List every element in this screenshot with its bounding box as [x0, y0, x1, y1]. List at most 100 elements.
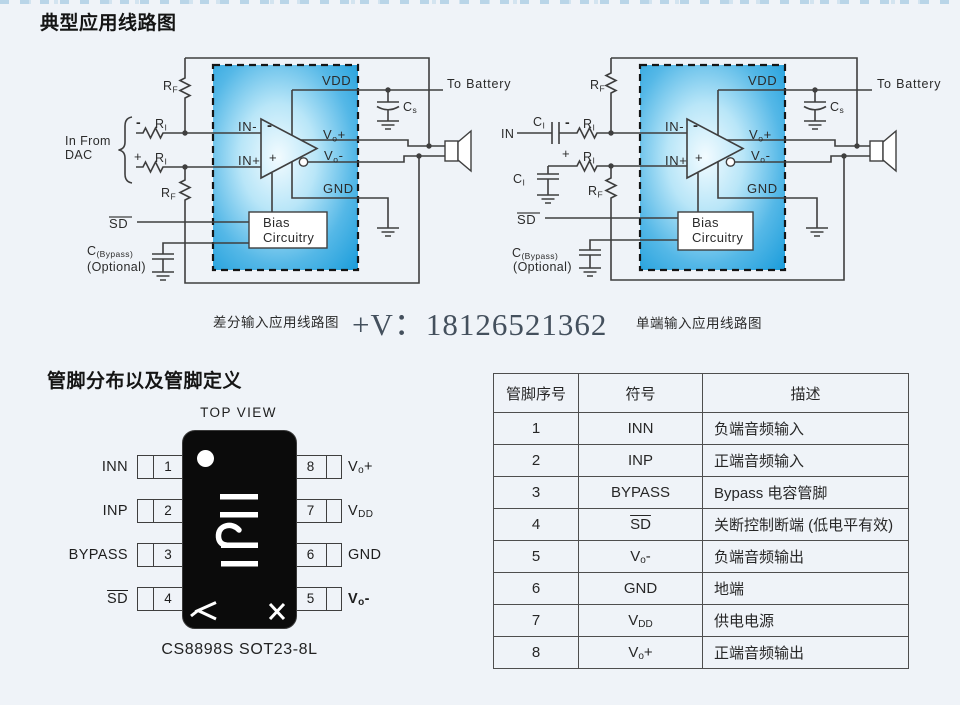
pin-lead-6: 6: [294, 543, 342, 567]
single-ended-input-circuit-diagram: IN CI - + RI RI CI RF RF SD C(Bypass) (O…: [501, 57, 941, 281]
vo-plus-label: Vo+: [323, 127, 346, 144]
cell-pin-number: 3: [493, 476, 579, 509]
junction-dots: [182, 87, 432, 170]
pin-lead-7: 7: [294, 499, 342, 523]
chip-marking: [190, 494, 286, 621]
plus-polarity-label: +: [562, 146, 570, 161]
in-plus-label: IN+: [665, 153, 687, 168]
sd-label: SD: [109, 216, 128, 231]
watermark-phone: +V：18126521362: [352, 307, 608, 342]
pin-lead-divider: [326, 500, 327, 522]
pin-lead-divider: [153, 456, 154, 478]
bias-label-1: Bias: [692, 215, 719, 230]
table-row: 7 VDD 供电电源: [493, 604, 909, 637]
pin-number: 4: [164, 591, 172, 606]
header-pin-number: 管脚序号: [493, 373, 579, 413]
chip-package-top-view: [182, 430, 297, 629]
table-header-row: 管脚序号 符号 描述: [493, 373, 909, 413]
bias-label-1: Bias: [263, 215, 290, 230]
opamp-inverting-bubble: [725, 157, 736, 167]
opamp-minus-input: -: [267, 117, 272, 134]
pin-lead-3: 3: [137, 543, 184, 567]
cell-pin-number: 8: [493, 636, 579, 669]
cell-pin-number: 7: [493, 604, 579, 637]
cell-description: 负端音频输出: [702, 540, 909, 573]
rf-bottom-label: RF: [161, 186, 176, 202]
cell-description: 供电电源: [702, 604, 909, 637]
opamp-minus-input: -: [693, 117, 698, 134]
differential-input-circuit-diagram: In From DAC - + RI RI RF RF SD C(Bypass)…: [65, 57, 510, 284]
ri-top-label: RI: [155, 117, 167, 133]
pin-lead-divider: [153, 588, 154, 610]
header-symbol: 符号: [578, 373, 703, 413]
table-row: 6 GND 地端: [493, 572, 909, 605]
table-row: 5 Vo- 负端音频输出: [493, 540, 909, 573]
bias-label-2: Circuitry: [263, 230, 314, 245]
plus-polarity-label: +: [134, 149, 142, 164]
pin-number: 8: [306, 459, 315, 474]
minus-polarity-label: -: [565, 114, 570, 130]
pin-lead-2: 2: [137, 499, 184, 523]
pin-lead-divider: [153, 544, 154, 566]
pin-lead-divider: [153, 500, 154, 522]
cell-symbol: Vo-: [578, 540, 703, 573]
table-row: 2 INP 正端音频输入: [493, 444, 909, 477]
pin1-indicator-dot: [197, 450, 214, 467]
circuit-wires: [136, 57, 445, 284]
vdd-label: VDD: [322, 73, 351, 88]
cell-symbol: Vo+: [578, 636, 703, 669]
cell-symbol: SD: [578, 508, 703, 541]
cell-symbol: VDD: [578, 604, 703, 637]
pin-number: 1: [164, 459, 172, 474]
in-minus-label: IN-: [665, 119, 684, 134]
table-row: 8 Vo+ 正端音频输出: [493, 636, 909, 669]
caption-single-ended: 单端输入应用线路图: [636, 316, 762, 331]
in-from-dac-label: In From: [65, 134, 111, 148]
ci-top-label: CI: [533, 115, 545, 131]
cbypass-label: C(Bypass): [512, 246, 558, 261]
vo-minus-label: Vo-: [751, 148, 771, 165]
pin-lead-divider: [326, 456, 327, 478]
pin-label-sd: SD: [107, 591, 128, 607]
page-top-dashed-strip: [0, 0, 960, 4]
header-description: 描述: [702, 373, 909, 413]
table-row: 4 SD 关断控制断端 (低电平有效): [493, 508, 909, 541]
circuit-wires: [517, 57, 872, 281]
pin-lead-5: 5: [294, 587, 342, 611]
dac-label: DAC: [65, 148, 93, 162]
vo-minus-label: Vo-: [324, 148, 344, 165]
to-battery-label: To Battery: [877, 77, 941, 91]
pin-number: 3: [164, 547, 172, 562]
input-brace: [118, 116, 133, 184]
pin-number: 7: [306, 503, 315, 518]
cell-description: Bypass 电容管脚: [702, 476, 909, 509]
top-view-label: TOP VIEW: [200, 405, 277, 420]
gnd-label: GND: [323, 181, 354, 196]
vdd-label: VDD: [748, 73, 777, 88]
cbypass-label: C(Bypass): [87, 244, 133, 259]
pin-lead-1: 1: [137, 455, 184, 479]
rf-top-label: RF: [590, 78, 605, 94]
minus-polarity-label: -: [136, 114, 141, 130]
cell-symbol: INP: [578, 444, 703, 477]
in-minus-label: IN-: [238, 119, 257, 134]
ri-bottom-label: RI: [583, 150, 595, 166]
pin-lead-divider: [326, 544, 327, 566]
section-title-pinout: 管脚分布以及管脚定义: [47, 371, 243, 392]
cell-pin-number: 5: [493, 540, 579, 573]
in-label: IN: [501, 127, 514, 141]
cell-pin-number: 1: [493, 412, 579, 445]
pin-label-gnd: GND: [348, 547, 382, 563]
cell-description: 正端音频输出: [702, 636, 909, 669]
pin-label-inn: INN: [101, 459, 128, 475]
chip-marking-bars: [220, 494, 258, 567]
cell-symbol: INN: [578, 412, 703, 445]
junction-dots: [608, 87, 860, 169]
opamp-triangle: [686, 117, 745, 180]
ri-bottom-label: RI: [155, 151, 167, 167]
rf-bottom-label: RF: [588, 184, 603, 200]
in-plus-label: IN+: [238, 153, 260, 168]
pin-number: 6: [306, 547, 315, 562]
ri-top-label: RI: [583, 117, 595, 133]
sd-label: SD: [517, 212, 536, 227]
